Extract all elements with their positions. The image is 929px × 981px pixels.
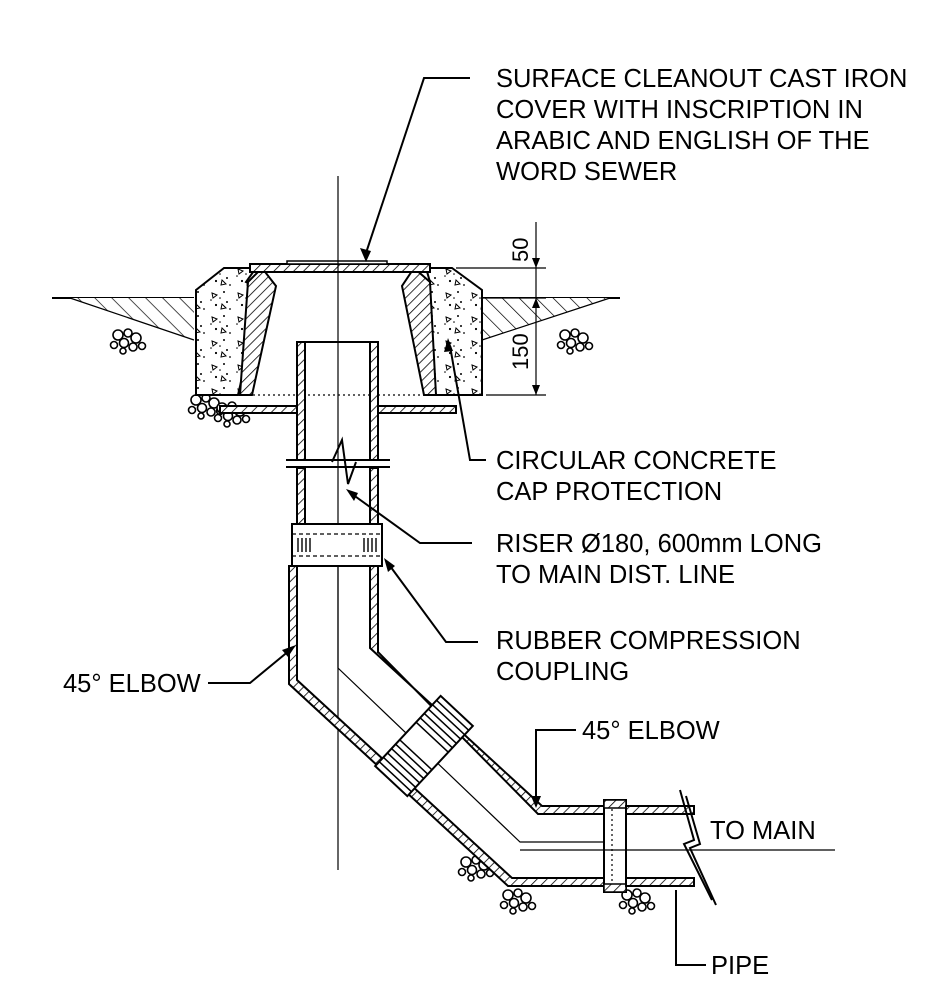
concrete-cap	[195, 267, 483, 396]
pipe-label: PIPE	[711, 952, 769, 980]
cast-iron-frame	[219, 260, 457, 414]
coupling-label: RUBBER COMPRESSION COUPLING	[496, 627, 801, 686]
riser-coupling	[291, 523, 383, 567]
coupling-label-line-2: COUPLING	[496, 658, 629, 686]
cap-label-line-2: CAP PROTECTION	[496, 478, 722, 506]
cap-label: CIRCULAR CONCRETE CAP PROTECTION	[496, 447, 777, 506]
to-main-label: TO MAIN	[710, 817, 816, 845]
cover-label-line-4: WORD SEWER	[496, 158, 677, 186]
elbow-label-left: 45° ELBOW	[63, 670, 201, 698]
riser-pipe	[286, 341, 390, 531]
cover-label-line-3: ARABIC AND ENGLISH OF THE	[496, 127, 870, 155]
frame-base-left	[219, 405, 299, 414]
cover-label-line-1: SURFACE CLEANOUT CAST IRON	[496, 65, 907, 93]
main-pipe	[520, 789, 835, 906]
elbow-label-right: 45° ELBOW	[582, 717, 720, 745]
riser-label-line-2: TO MAIN DIST. LINE	[496, 561, 735, 589]
dimension-lines	[456, 222, 546, 396]
leader-lines	[208, 77, 706, 966]
frame-base-right	[377, 405, 457, 414]
riser-label: RISER Ø180, 600mm LONG TO MAIN DIST. LIN…	[496, 530, 822, 589]
dim-cap-depth: 150	[508, 333, 533, 370]
coupling-label-line-1: RUBBER COMPRESSION	[496, 627, 801, 655]
riser-label-line-1: RISER Ø180, 600mm LONG	[496, 530, 822, 558]
cap-label-line-1: CIRCULAR CONCRETE	[496, 447, 777, 475]
ground-surface	[52, 297, 620, 341]
dim-cover-thickness: 50	[508, 238, 533, 262]
gravel-bedding	[109, 328, 656, 915]
cover-label-line-2: COVER WITH INSCRIPTION IN	[496, 96, 863, 124]
elbow-coupling	[373, 694, 475, 798]
cover-label: SURFACE CLEANOUT CAST IRON COVER WITH IN…	[496, 65, 907, 186]
